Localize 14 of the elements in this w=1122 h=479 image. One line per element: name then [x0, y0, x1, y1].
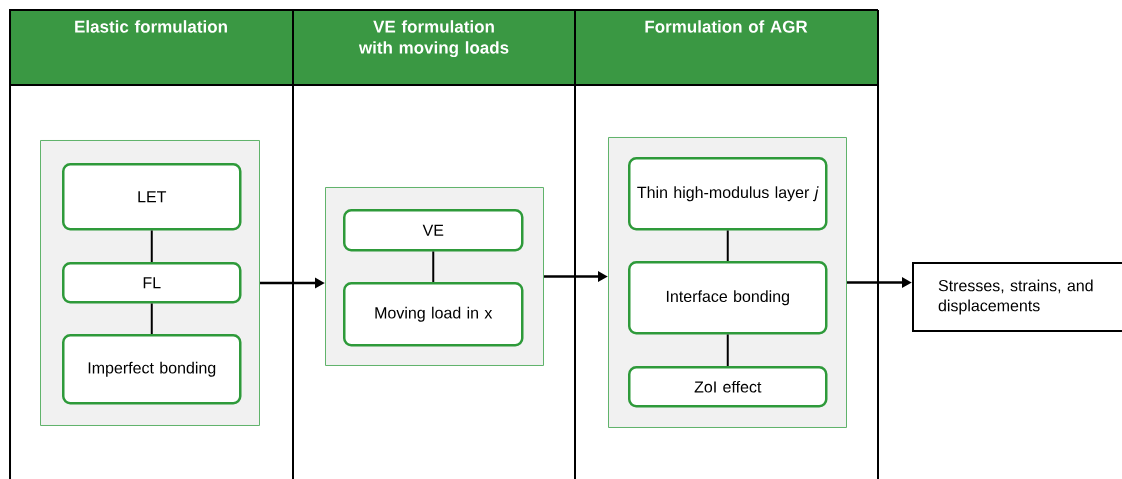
process-box: Imperfect bonding: [62, 334, 242, 405]
process-box: Thin high-modulus layer j: [628, 157, 828, 231]
process-box: ZoI effect: [628, 366, 828, 408]
process-box: Moving load in x: [343, 282, 524, 347]
process-box: LET: [62, 163, 242, 231]
connector-line: [432, 250, 435, 283]
connector-line: [150, 229, 153, 263]
output-box: Stresses, strains, and displacements: [912, 262, 1122, 332]
connector-line: [726, 229, 729, 262]
process-box: Interface bonding: [628, 261, 828, 335]
connector-line: [726, 333, 729, 367]
process-box: FL: [62, 262, 242, 304]
process-box: VE: [343, 209, 524, 252]
connector-line: [150, 302, 153, 335]
